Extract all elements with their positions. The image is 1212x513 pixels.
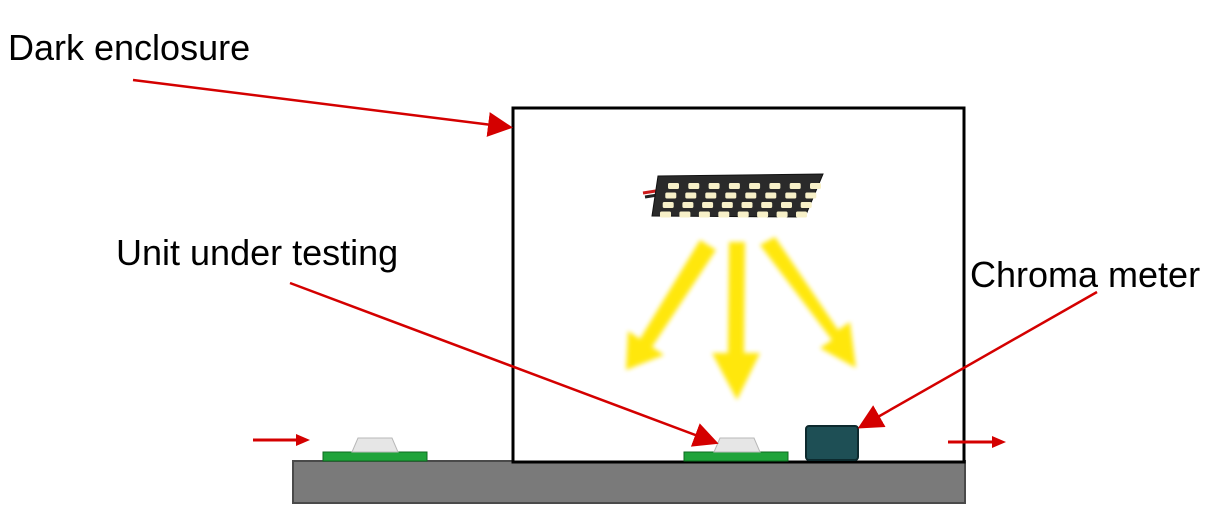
unit-annotation-arrow (289, 281, 719, 447)
led-cell (702, 202, 714, 208)
label-dark-enclosure: Dark enclosure (8, 27, 251, 68)
label-unit-under-testing: Unit under testing (116, 232, 399, 273)
arrow-right-icon (948, 436, 1006, 448)
led-cell (728, 183, 740, 189)
led-dome (351, 437, 399, 453)
circuit-board (683, 451, 789, 462)
led-cell (757, 211, 769, 218)
led-cell (785, 192, 797, 199)
led-cell (800, 202, 812, 208)
led-cell (761, 202, 773, 208)
light-beam-left (626, 240, 716, 370)
led-dome (713, 437, 761, 453)
led-cell (679, 211, 691, 218)
circuit-board (322, 451, 428, 462)
led-cell (688, 183, 700, 189)
led-cell (682, 202, 694, 208)
led-array-panel-icon (642, 173, 824, 218)
led-cell (662, 202, 674, 208)
led-cell (781, 202, 792, 208)
label-chroma-meter: Chroma meter (970, 254, 1201, 295)
led-cell (765, 192, 777, 199)
led-cell (725, 192, 737, 199)
led-cell (745, 192, 757, 199)
led-cell (796, 211, 807, 218)
led-cell (660, 211, 671, 218)
led-cell (685, 192, 697, 199)
led-cell (789, 183, 801, 189)
led-grid (660, 183, 821, 218)
led-cell (718, 211, 730, 218)
led-cell (705, 192, 717, 199)
light-beams (626, 237, 856, 400)
led-cell (665, 192, 677, 199)
led-cell (698, 211, 710, 218)
enclosure-annotation-arrow (132, 78, 513, 137)
led-cell (721, 202, 733, 208)
led-cell (749, 183, 761, 189)
arrow-right-icon (253, 434, 310, 446)
unit-outside-enclosure (322, 437, 428, 462)
led-panel-board (651, 173, 824, 218)
led-cell (668, 183, 679, 189)
led-cell (741, 202, 753, 208)
chroma-annotation-arrow (857, 290, 1098, 429)
led-cell (708, 183, 720, 189)
light-beam-center (712, 242, 760, 400)
light-beam-right (760, 237, 856, 368)
led-cell (776, 211, 788, 218)
led-cell (769, 183, 781, 189)
led-cell (810, 183, 821, 189)
conveyor-belt (292, 460, 966, 504)
led-cell (805, 192, 817, 199)
chroma-meter-device (805, 425, 859, 461)
led-cell (737, 211, 749, 218)
